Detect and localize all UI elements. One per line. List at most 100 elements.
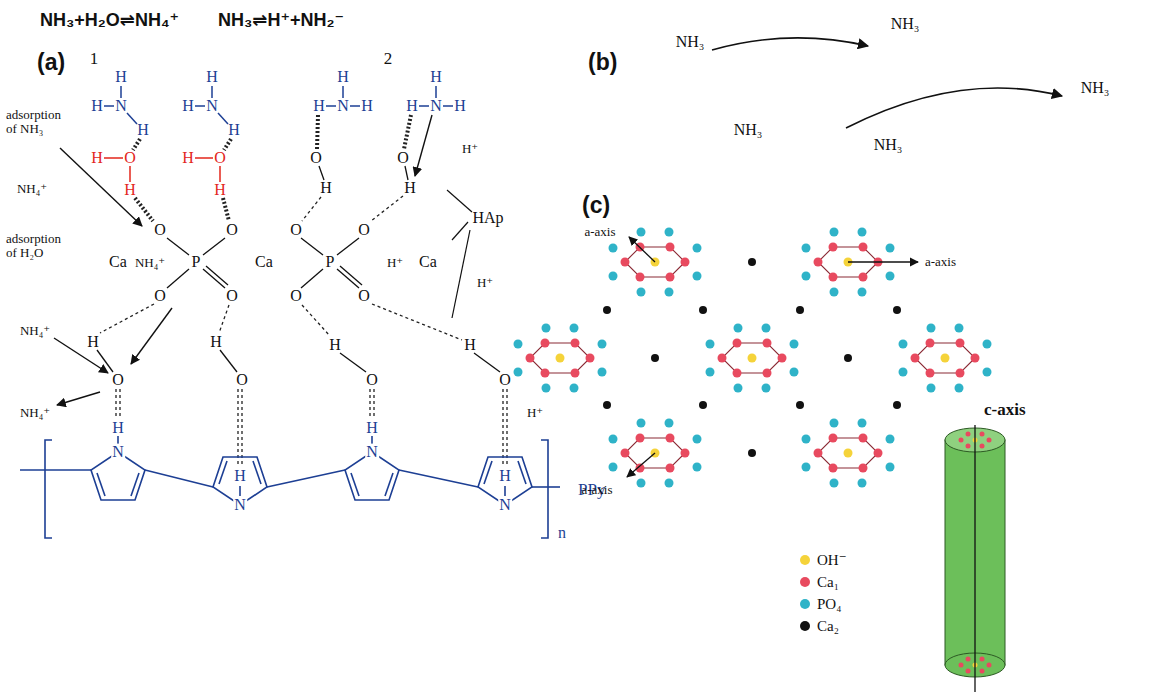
ion-circle-outline bbox=[467, 264, 503, 300]
atom-label: N bbox=[233, 497, 247, 514]
polypyrrole-chain bbox=[20, 469, 91, 471]
hexagonal-channel bbox=[915, 343, 975, 373]
ammonia-bond bbox=[104, 105, 114, 107]
hexagonal-channel bbox=[637, 288, 646, 297]
calcium-site bbox=[796, 401, 804, 409]
hexagonal-channel bbox=[762, 384, 771, 393]
hexagonal-channel bbox=[609, 272, 618, 281]
ion-label: H⁺ bbox=[387, 256, 403, 269]
hexagonal-channel bbox=[956, 339, 965, 348]
ion-circle: H⁺ bbox=[516, 393, 554, 431]
panel-letter: (b) bbox=[588, 50, 617, 74]
atom-label: H bbox=[210, 334, 222, 350]
hexagonal-channel bbox=[514, 340, 523, 349]
ion-circle: NH₄⁺ bbox=[11, 167, 53, 209]
atom-label: H bbox=[228, 122, 240, 139]
nanotube-outer: NH₃NH₃ bbox=[658, 62, 960, 195]
hexagonal-channel bbox=[829, 273, 838, 282]
hexagonal-channel bbox=[693, 272, 702, 281]
crystal-lattice bbox=[966, 432, 971, 437]
atom-label: P bbox=[326, 254, 335, 270]
ion-label: NH₄⁺ bbox=[20, 324, 50, 337]
ammonia-bond bbox=[104, 86, 453, 124]
transfer-arrow bbox=[415, 115, 432, 176]
ion-label: H⁺ bbox=[527, 406, 543, 419]
atom-label: O bbox=[358, 288, 370, 304]
ion-label: NH₄⁺ bbox=[20, 406, 50, 419]
hexagonal-channel bbox=[829, 464, 838, 473]
covalent-bond bbox=[167, 269, 189, 288]
crystal-lattice bbox=[980, 657, 985, 662]
bracket-leader bbox=[452, 230, 470, 318]
water-layer: HHHHOOOO bbox=[5, 318, 520, 392]
hexagonal-channel bbox=[681, 258, 690, 267]
ion-circle-outline bbox=[12, 168, 52, 208]
polypyrrole-chain bbox=[97, 473, 105, 496]
hexagonal-channel bbox=[802, 463, 811, 472]
hap-lattice-box: OOOOCaPCaPCaOOOONH₄⁺H⁺ bbox=[95, 212, 450, 312]
step-number-text: 2 bbox=[384, 50, 393, 67]
atom-label: H bbox=[337, 69, 349, 86]
legend-swatch bbox=[800, 621, 810, 631]
nanotube-inner: NH₃ bbox=[833, 97, 953, 175]
hexagonal-channel bbox=[586, 354, 595, 363]
hexagonal-channel bbox=[570, 384, 579, 393]
hashed-hydrogen-bond bbox=[404, 115, 411, 149]
hexagonal-channel bbox=[530, 343, 590, 373]
hexagonal-channel bbox=[609, 419, 702, 488]
gas-flow-arrow bbox=[712, 38, 1062, 128]
calcium-site bbox=[796, 306, 804, 314]
polypyrrole-chain bbox=[399, 470, 478, 487]
hexagonal-channel bbox=[802, 419, 895, 488]
hexagonal-channel bbox=[665, 288, 674, 297]
covalent-bond bbox=[340, 266, 362, 285]
hexagonal-channel bbox=[983, 368, 992, 377]
hexagonal-channel bbox=[666, 273, 675, 282]
atom-label: H bbox=[214, 182, 226, 199]
transfer-arrow bbox=[54, 338, 108, 373]
atom-label: O bbox=[290, 288, 302, 304]
ion-circle: H⁺ bbox=[466, 263, 504, 301]
atom-label: O bbox=[226, 222, 238, 238]
hydrogen-bond bbox=[115, 389, 116, 419]
hexagonal-channel bbox=[899, 324, 992, 393]
hexagonal-channel bbox=[778, 354, 787, 363]
hexagonal-channel bbox=[830, 288, 839, 297]
hexagonal-channel bbox=[858, 228, 867, 237]
hexagonal-channel bbox=[858, 479, 867, 488]
atom-label: O bbox=[214, 150, 226, 167]
atom-label: O bbox=[154, 288, 166, 304]
ammonia-bond bbox=[195, 105, 205, 107]
covalent-bond bbox=[97, 166, 500, 372]
hexagonal-channel bbox=[571, 339, 580, 348]
hexagonal-channel bbox=[814, 258, 823, 267]
hexagonal-channel bbox=[829, 243, 838, 252]
hap-lattice-box-outline bbox=[96, 213, 450, 312]
ion-label: H⁺ bbox=[462, 142, 478, 155]
water-bond bbox=[104, 158, 220, 182]
step-number-outline bbox=[81, 45, 107, 71]
atom-label: H bbox=[430, 69, 442, 86]
atom-label: O bbox=[154, 222, 166, 238]
polypyrrole-chain bbox=[267, 470, 345, 487]
hexagonal-channel bbox=[927, 324, 936, 333]
hexagonal-channel bbox=[874, 449, 883, 458]
polypyrrole-chain bbox=[532, 486, 560, 488]
nanotube-inner-outline bbox=[833, 98, 953, 174]
legend-row: OH⁻ bbox=[800, 550, 847, 570]
hexagonal-channel bbox=[706, 340, 715, 349]
atom-label: O bbox=[124, 150, 136, 167]
ion-circle-outline bbox=[452, 130, 488, 166]
ammonia-bond bbox=[218, 113, 228, 124]
polypyrrole-chain bbox=[504, 486, 506, 496]
hexagonal-channel bbox=[886, 463, 895, 472]
hexagonal-channel bbox=[706, 368, 715, 377]
step-number: 1 bbox=[80, 44, 108, 72]
polypyrrole-chain bbox=[351, 473, 359, 496]
hexagonal-channel bbox=[666, 243, 675, 252]
ammonia-bond bbox=[342, 86, 344, 98]
atom-label: H bbox=[404, 180, 416, 196]
covalent-bond bbox=[337, 269, 359, 288]
atom-label: O bbox=[358, 222, 370, 238]
